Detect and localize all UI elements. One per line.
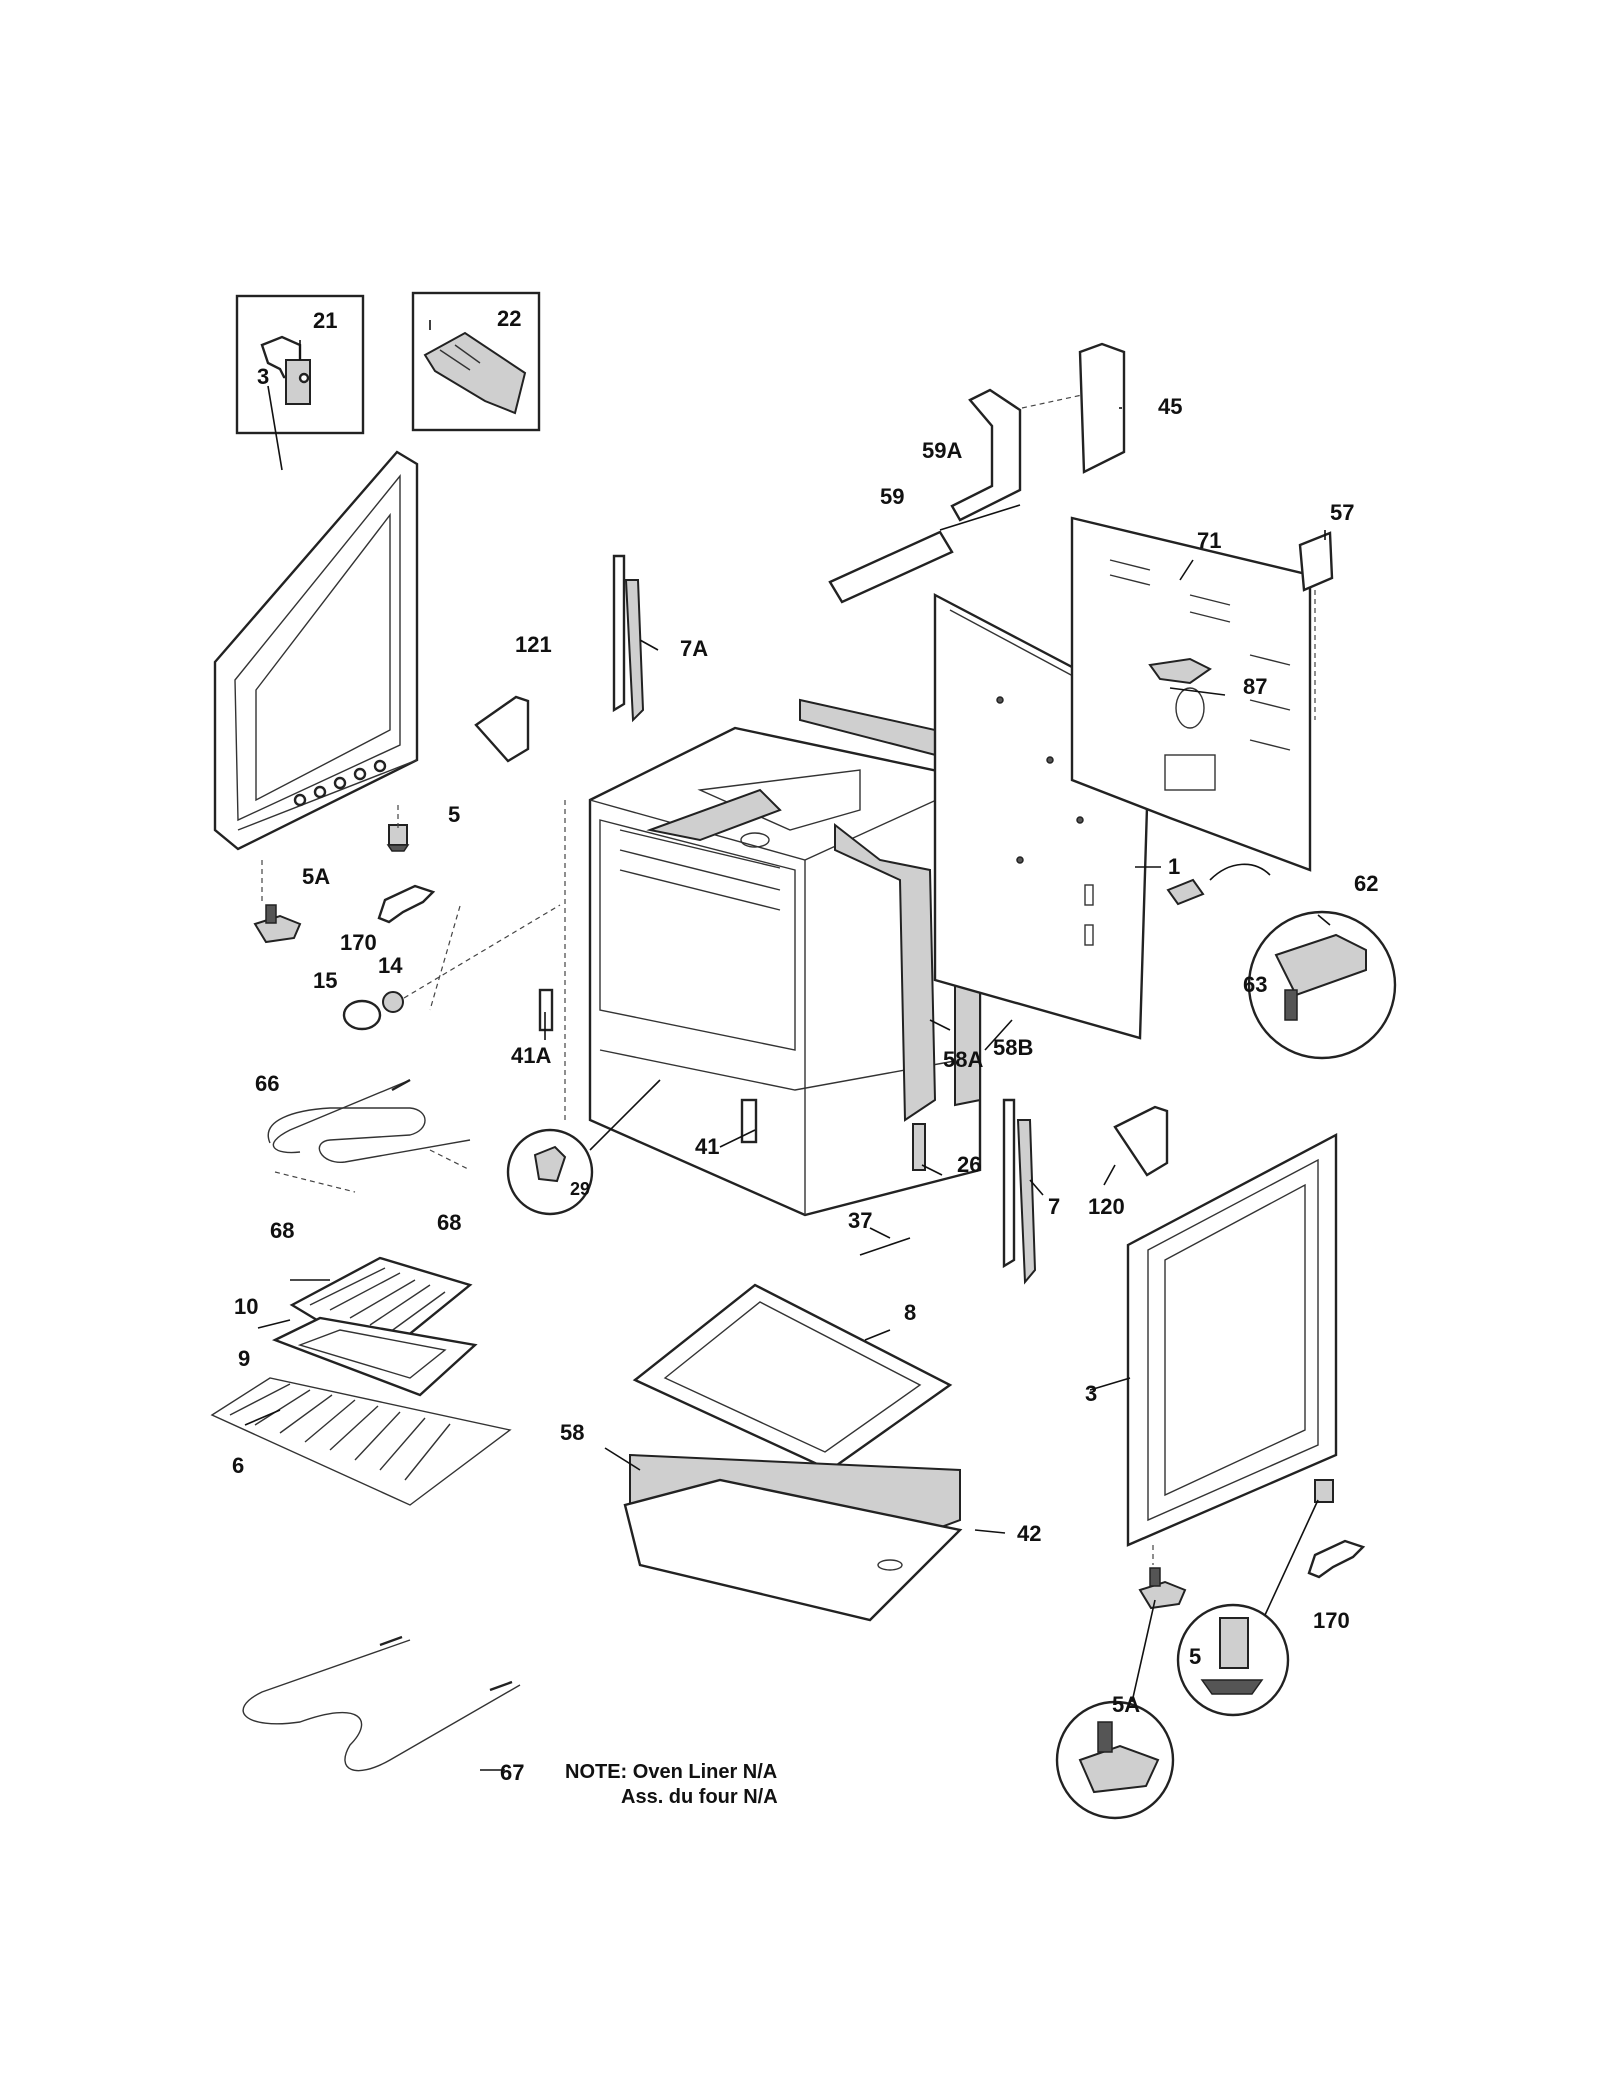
broil-pan-9 bbox=[271, 1316, 478, 1397]
label-part-5-right: 5 bbox=[1189, 1644, 1202, 1669]
bracket-41A bbox=[538, 988, 554, 1032]
label-part-8: 8 bbox=[904, 1300, 917, 1325]
label-part-9: 9 bbox=[238, 1346, 251, 1371]
bottom-panel-8 bbox=[632, 1283, 953, 1472]
oven-liner-note: NOTE: Oven Liner N/A Ass. du four N/A bbox=[565, 1760, 778, 1810]
label-part-7A: 7A bbox=[680, 636, 709, 661]
rack-rail-7 bbox=[1002, 1098, 1037, 1285]
label-part-62: 62 bbox=[1354, 871, 1379, 896]
hinge-26 bbox=[912, 1123, 926, 1171]
inset-circle-62 bbox=[1247, 910, 1397, 1060]
label-part-59A: 59A bbox=[922, 438, 963, 463]
label-part-57: 57 bbox=[1330, 500, 1355, 525]
label-part-170-left: 170 bbox=[340, 930, 377, 955]
label-part-37: 37 bbox=[848, 1208, 873, 1233]
label-part-5-left: 5 bbox=[448, 802, 461, 827]
label-part-87: 87 bbox=[1243, 674, 1268, 699]
label-part-29: 29 bbox=[570, 1179, 591, 1199]
bracket-170-left bbox=[377, 884, 436, 924]
vent-duct-59A bbox=[950, 388, 1022, 522]
label-part-68-left: 68 bbox=[270, 1218, 295, 1243]
side-panel-left bbox=[213, 450, 419, 851]
label-part-120: 120 bbox=[1088, 1194, 1125, 1219]
label-part-68-right: 68 bbox=[437, 1210, 462, 1235]
label-part-14: 14 bbox=[378, 953, 403, 978]
note-line-french: Ass. du four N/A bbox=[621, 1786, 778, 1808]
label-part-58: 58 bbox=[560, 1420, 585, 1445]
bottom-pan-42 bbox=[623, 1478, 963, 1622]
vent-duct-59 bbox=[828, 530, 954, 604]
label-part-3-left: 3 bbox=[257, 364, 270, 389]
sensor-37 bbox=[859, 1237, 911, 1256]
label-part-22: 22 bbox=[497, 306, 522, 331]
label-part-45: 45 bbox=[1158, 394, 1183, 419]
inset-circle-29 bbox=[506, 1128, 594, 1216]
leveler-left bbox=[253, 824, 410, 944]
terminal-block bbox=[1166, 878, 1205, 906]
inset-box-21 bbox=[235, 294, 365, 435]
cover-57 bbox=[1298, 531, 1334, 592]
label-part-41: 41 bbox=[695, 1134, 720, 1159]
label-part-5A-left: 5A bbox=[302, 864, 331, 889]
label-part-41A: 41A bbox=[511, 1043, 552, 1068]
label-part-26: 26 bbox=[957, 1152, 982, 1177]
inset-circle-5 bbox=[1176, 1603, 1290, 1717]
inset-box-22 bbox=[411, 291, 541, 432]
label-part-66: 66 bbox=[255, 1071, 280, 1096]
oven-lamp bbox=[342, 991, 404, 1031]
insulation-58A-top bbox=[646, 788, 782, 842]
oven-cavity bbox=[564, 726, 982, 1217]
label-part-15: 15 bbox=[313, 968, 338, 993]
back-panel-71 bbox=[1070, 516, 1312, 872]
label-part-71: 71 bbox=[1197, 528, 1222, 553]
note-line-english: NOTE: Oven Liner N/A bbox=[565, 1761, 778, 1783]
label-part-21: 21 bbox=[313, 308, 338, 333]
label-part-58B: 58B bbox=[993, 1035, 1034, 1060]
bracket-170-right bbox=[1307, 1539, 1366, 1579]
inset-circle-5A bbox=[1055, 1700, 1175, 1820]
bracket-120 bbox=[1113, 1105, 1169, 1177]
broil-element-66 bbox=[267, 1078, 471, 1163]
leveler-right bbox=[1138, 1479, 1334, 1610]
label-part-63: 63 bbox=[1243, 972, 1268, 997]
label-part-1: 1 bbox=[1168, 854, 1181, 879]
rack-rail-7A bbox=[612, 554, 645, 723]
label-part-67: 67 bbox=[500, 1760, 525, 1785]
label-part-3-right: 3 bbox=[1085, 1381, 1098, 1406]
insulation-58A bbox=[834, 822, 937, 1122]
side-panel-right bbox=[1126, 1133, 1338, 1547]
bracket-121 bbox=[474, 695, 530, 763]
label-part-170-right: 170 bbox=[1313, 1608, 1350, 1633]
label-part-7: 7 bbox=[1048, 1194, 1061, 1219]
label-part-42: 42 bbox=[1017, 1521, 1042, 1546]
label-part-10: 10 bbox=[234, 1294, 259, 1319]
oven-rack-6 bbox=[210, 1377, 512, 1506]
label-part-121: 121 bbox=[515, 632, 552, 657]
label-part-6: 6 bbox=[232, 1453, 245, 1478]
label-part-5A-right: 5A bbox=[1112, 1692, 1141, 1717]
label-part-58A: 58A bbox=[943, 1047, 984, 1072]
label-part-59: 59 bbox=[880, 484, 905, 509]
bake-element-67 bbox=[242, 1635, 521, 1772]
duct-45 bbox=[1078, 342, 1126, 474]
